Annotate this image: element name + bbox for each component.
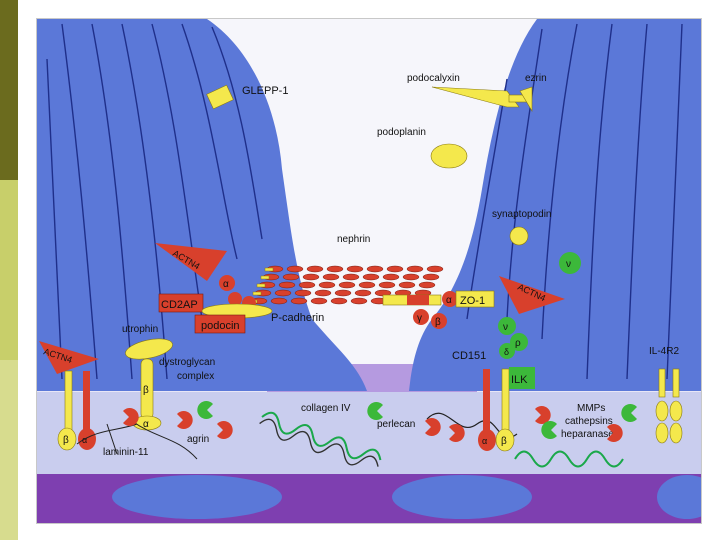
rho-label: ρ	[515, 338, 521, 349]
gamma-label-right: γ	[417, 313, 422, 324]
cd2ap-box	[158, 293, 204, 313]
left-podocyte-actin	[46, 23, 263, 380]
il4r2-domain	[669, 400, 683, 422]
beta-label-int-right: β	[501, 436, 507, 447]
dystroglycan-label-2: complex	[177, 371, 214, 382]
il4r2-stem-b	[672, 368, 680, 398]
il4r2-stem-a	[658, 368, 666, 398]
perlecan-label: perlecan	[377, 419, 415, 430]
nu-label: ν	[503, 322, 508, 333]
podoplanin-marker	[430, 143, 468, 169]
rho-protein	[510, 333, 528, 351]
mmps-label-2: cathepsins	[565, 416, 613, 427]
glepp1-marker	[206, 84, 234, 110]
nu-label-top: ν	[566, 259, 571, 270]
alpha-label-int-left: α	[82, 435, 87, 445]
podocin-label: podocin	[201, 320, 240, 332]
synaptopodin-marker	[509, 226, 529, 246]
alpha-integrin-left-stem	[83, 371, 90, 435]
delta-protein	[499, 343, 515, 359]
beta-catenin-left	[228, 292, 242, 306]
ilk-box	[509, 367, 535, 389]
glepp1-label: GLEPP-1	[242, 85, 288, 97]
ilk-label: ILK	[511, 374, 528, 386]
sidebar-band-mid	[0, 180, 18, 360]
nephrin-label: nephrin	[337, 234, 370, 245]
podocyte-diagram: GLEPP-1 podocalyxin ezrin podoplanin syn…	[36, 18, 702, 524]
beta-catenin-right	[431, 313, 447, 329]
collagen-label: collagen IV	[301, 403, 351, 414]
alpha-label-left: α	[223, 279, 229, 290]
endothelial-cell	[112, 475, 282, 519]
beta-integrin-left	[57, 427, 77, 451]
cd2ap-label: CD2AP	[161, 299, 198, 311]
sidebar-band-dark	[0, 0, 18, 180]
endothelial-cell	[657, 475, 701, 519]
actn4-top-marker	[155, 243, 227, 281]
alpha-integrin-right-stem	[483, 369, 490, 437]
alpha-catenin-left	[219, 275, 235, 291]
il4r2-label: IL-4R2	[649, 346, 679, 357]
beta-label-dg: β	[143, 385, 149, 396]
alpha-label-int-right: α	[482, 436, 487, 446]
alpha-label-right: α	[446, 295, 452, 306]
alpha-integrin-left	[78, 428, 96, 450]
slide-sidebar	[0, 0, 18, 540]
delta-label: δ	[504, 347, 509, 357]
synaptopodin-label: synaptopodin	[492, 209, 552, 220]
beta-label-int-left: β	[63, 435, 69, 446]
utrophin-marker	[125, 338, 173, 360]
endothelial-cell	[392, 475, 532, 519]
alpha-catenin-right	[442, 291, 458, 307]
nu-protein	[498, 317, 516, 335]
ezrin-marker	[519, 86, 533, 113]
actn4-left-marker	[39, 341, 99, 374]
il4r2-domain	[669, 422, 683, 444]
nu-protein-top	[559, 252, 581, 274]
beta-integrin-right-stem	[501, 368, 510, 438]
protease-markers	[123, 401, 637, 442]
agrin-label: agrin	[187, 434, 209, 445]
sidebar-band-light	[0, 360, 18, 540]
podocin-box	[194, 314, 246, 334]
dystroglycan-label-1: dystroglycan	[159, 357, 215, 368]
il4r2-domain	[655, 422, 669, 444]
gamma-catenin-right	[413, 309, 429, 325]
cd151-label: CD151	[452, 350, 486, 362]
mmps-label-1: MMPs	[577, 403, 605, 414]
ezrin-label: ezrin	[525, 73, 547, 84]
utrophin-label: utrophin	[122, 324, 158, 335]
beta-integrin-right	[495, 428, 515, 452]
pcadherin-label: P-cadherin	[271, 312, 324, 324]
zo1-label: ZO-1	[460, 295, 485, 307]
podocalyxin-label: podocalyxin	[407, 73, 460, 84]
actn4-right-marker	[499, 276, 565, 314]
il4r2-domain	[655, 400, 669, 422]
collagen-helix-green	[261, 411, 382, 461]
laminin-label: laminin-11	[103, 447, 149, 458]
collagen-helix-right	[514, 450, 624, 468]
alpha-integrin-right	[478, 429, 496, 451]
nephrin-anchor-right	[407, 295, 429, 305]
diagram-canvas: GLEPP-1 podocalyxin ezrin podoplanin syn…	[37, 19, 701, 523]
podocalyxin-marker	[431, 86, 530, 108]
alpha-label-dg: α	[143, 419, 149, 430]
mmps-label-3: heparanase	[561, 429, 614, 440]
beta-integrin-left-stem	[64, 370, 73, 436]
collagen-helix-dark	[259, 418, 379, 467]
podoplanin-label: podoplanin	[377, 127, 426, 138]
left-podocyte	[37, 19, 367, 391]
zo1-box	[455, 290, 495, 308]
beta-label-right: β	[435, 317, 441, 328]
